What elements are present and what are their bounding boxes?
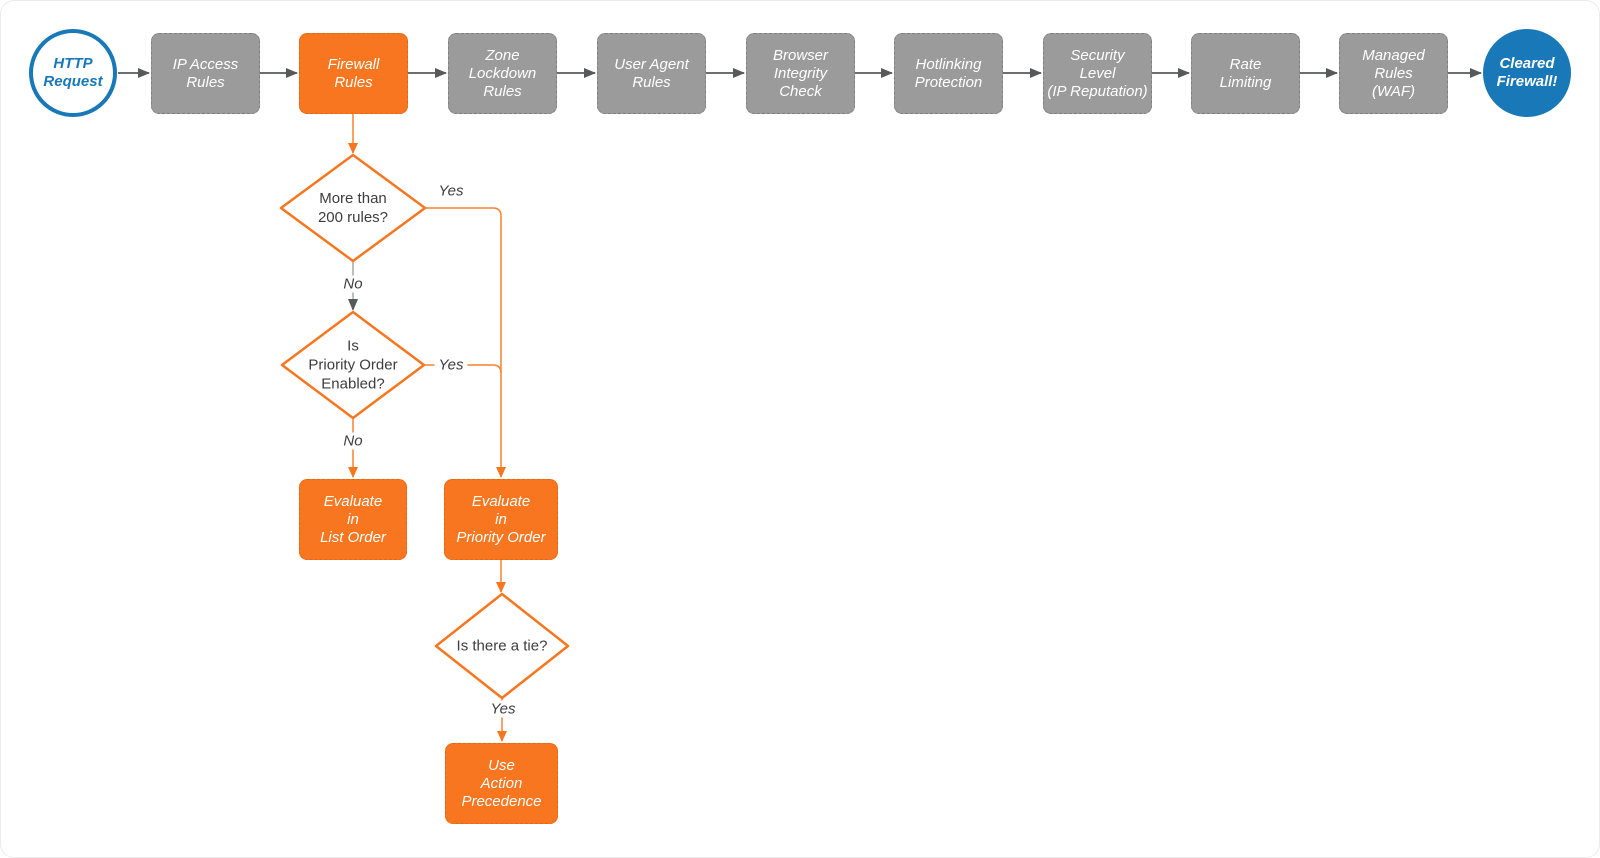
connector-decision2-yes <box>424 364 502 374</box>
edge-label-decision1-no: No <box>339 275 367 293</box>
decision-is-there-a-tie: Is there a tie? <box>456 637 548 655</box>
node-firewall-rules: Firewall Rules <box>299 33 408 114</box>
connector-decision1-yes <box>425 207 506 478</box>
decision-is-there-a-tie-shape <box>434 592 570 700</box>
start-node-http-request: HTTP Request <box>29 29 117 117</box>
node-rate-limiting: Rate Limiting <box>1191 33 1300 114</box>
action-evaluate-in-list-order: Evaluate in List Order <box>299 479 407 560</box>
node-browser-integrity-check: Browser Integrity Check <box>746 33 855 114</box>
node-security-level-ip-reputation: Security Level (IP Reputation) <box>1043 33 1152 114</box>
decision-more-than-200-rules-shape <box>279 153 427 263</box>
node-hotlinking-protection: Hotlinking Protection <box>894 33 1003 114</box>
node-user-agent-rules: User Agent Rules <box>597 33 706 114</box>
node-zone-lockdown-rules: Zone Lockdown Rules <box>448 33 557 114</box>
action-evaluate-in-priority-order: Evaluate in Priority Order <box>444 479 558 560</box>
edge-label-decision2-yes: Yes <box>434 356 468 374</box>
action-use-action-precedence: Use Action Precedence <box>445 743 558 824</box>
edge-label-decision1-yes: Yes <box>434 182 468 200</box>
node-ip-access-rules: IP Access Rules <box>151 33 260 114</box>
edge-label-decision2-no: No <box>339 432 367 450</box>
edge-label-decision3-yes: Yes <box>486 700 520 718</box>
end-node-cleared-firewall: Cleared Firewall! <box>1483 29 1571 117</box>
node-managed-rules-waf: Managed Rules (WAF) <box>1339 33 1448 114</box>
decision-priority-order-enabled-shape <box>280 310 426 420</box>
decision-more-than-200-rules: More than 200 rules? <box>317 190 389 226</box>
decision-priority-order-enabled: Is Priority Order Enabled? <box>308 337 398 393</box>
